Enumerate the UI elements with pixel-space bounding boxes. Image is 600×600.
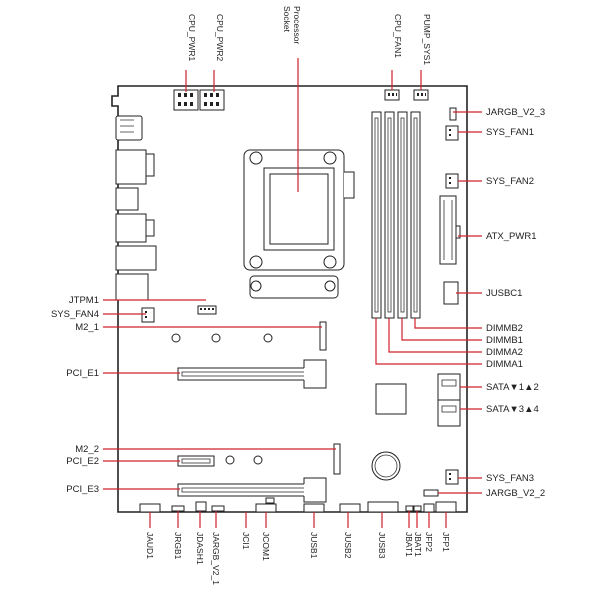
jusb1-header xyxy=(303,503,325,513)
label-pci-e1: PCI_E1 xyxy=(66,368,99,379)
jbat1-header xyxy=(405,505,414,512)
label-jfp2: JFP2 xyxy=(424,532,434,552)
jdash1-header xyxy=(195,501,207,512)
cmos-battery xyxy=(371,451,401,481)
jusb3-header xyxy=(367,501,399,513)
sys-fan3-header xyxy=(445,469,459,485)
pump-sys1-header xyxy=(413,89,429,101)
label-jbat1: JBAT1 xyxy=(404,532,414,557)
label-cpu-fan1: CPU_FAN1 xyxy=(393,14,403,58)
label-jusb2: JUSB2 xyxy=(343,532,353,559)
chipset-heatsink xyxy=(375,383,407,415)
label-pump-sys1: PUMP_SYS1 xyxy=(422,14,432,65)
cpu-fan1-header xyxy=(384,89,400,101)
label-dimma2: DIMMA2 xyxy=(486,347,523,358)
label-jargb-v2-3: JARGB_V2_3 xyxy=(486,107,545,118)
jfp1-header xyxy=(435,501,457,513)
atx-pwr1-connector xyxy=(439,195,461,265)
jrgb1-header xyxy=(171,505,185,512)
label-processor-socket-2: Socket xyxy=(282,6,292,33)
label-dimmb1: DIMMB1 xyxy=(486,335,523,346)
sys-fan1-header xyxy=(445,125,459,141)
label-jusb1: JUSB1 xyxy=(309,532,319,559)
label-jcom1: JCOM1 xyxy=(261,532,271,561)
jusbc1-connector xyxy=(443,281,459,305)
processor-socket xyxy=(243,149,355,299)
jcom1-header xyxy=(255,503,277,513)
label-jaud1: JAUD1 xyxy=(145,532,155,559)
pci-e1-slot xyxy=(177,359,327,389)
sys-fan2-header xyxy=(445,173,459,189)
jci1-header xyxy=(265,497,275,504)
jargb-v2-3-header xyxy=(449,107,457,121)
label-jdash1: JDASH1 xyxy=(195,532,205,565)
label-m2-2: M2_2 xyxy=(75,444,99,455)
pci-e2-slot xyxy=(177,455,215,467)
label-cpu-pwr2: CPU_PWR2 xyxy=(215,14,225,62)
jusb2-header xyxy=(339,503,361,513)
cpu-pwr1-connector xyxy=(173,89,199,111)
sys-fan4-header xyxy=(141,307,155,323)
label-jusb3: JUSB3 xyxy=(377,532,387,559)
rear-io-panel xyxy=(115,115,157,301)
jargb-v2-1-header xyxy=(211,505,225,512)
pci-e3-slot xyxy=(177,477,327,503)
label-cpu-pwr1: CPU_PWR1 xyxy=(187,14,197,62)
label-jbat1-2: JBAT1 xyxy=(413,532,423,557)
label-jargb-v2-1: JARGB_V2_1 xyxy=(211,532,221,585)
jfp2-header xyxy=(423,503,435,513)
label-m2-1: M2_1 xyxy=(75,322,99,333)
jtpm1-header xyxy=(197,305,217,315)
jaud1-header xyxy=(139,503,161,513)
jargb-v2-2-header xyxy=(423,489,439,497)
label-pci-e3: PCI_E3 xyxy=(66,484,99,495)
label-jfp1: JFP1 xyxy=(441,532,451,552)
m2-2-slot xyxy=(225,443,341,475)
label-jci1: JCI1 xyxy=(241,532,251,550)
cpu-pwr2-connector xyxy=(199,89,225,111)
label-jargb-v2-2: JARGB_V2_2 xyxy=(486,488,545,499)
leader-lines xyxy=(103,58,482,528)
label-sata34: SATA▼3▲4 xyxy=(486,404,539,415)
jbat1-2-header xyxy=(413,505,422,512)
m2-1-slot xyxy=(171,321,327,351)
label-sys-fan2: SYS_FAN2 xyxy=(486,176,534,187)
label-dimma1: DIMMA1 xyxy=(486,359,523,370)
label-jusbc1: JUSBC1 xyxy=(486,288,522,299)
label-jtpm1: JTPM1 xyxy=(69,295,99,306)
label-sys-fan1: SYS_FAN1 xyxy=(486,127,534,138)
label-sys-fan4: SYS_FAN4 xyxy=(51,309,99,320)
label-atx-pwr1: ATX_PWR1 xyxy=(486,231,537,242)
label-jrgb1: JRGB1 xyxy=(173,532,183,560)
label-sata12: SATA▼1▲2 xyxy=(486,382,539,393)
label-sys-fan3: SYS_FAN3 xyxy=(486,473,534,484)
label-processor-socket-1: Processor xyxy=(292,6,302,44)
label-pci-e2: PCI_E2 xyxy=(66,456,99,467)
sata-ports xyxy=(437,373,461,427)
label-dimmb2: DIMMB2 xyxy=(486,323,523,334)
